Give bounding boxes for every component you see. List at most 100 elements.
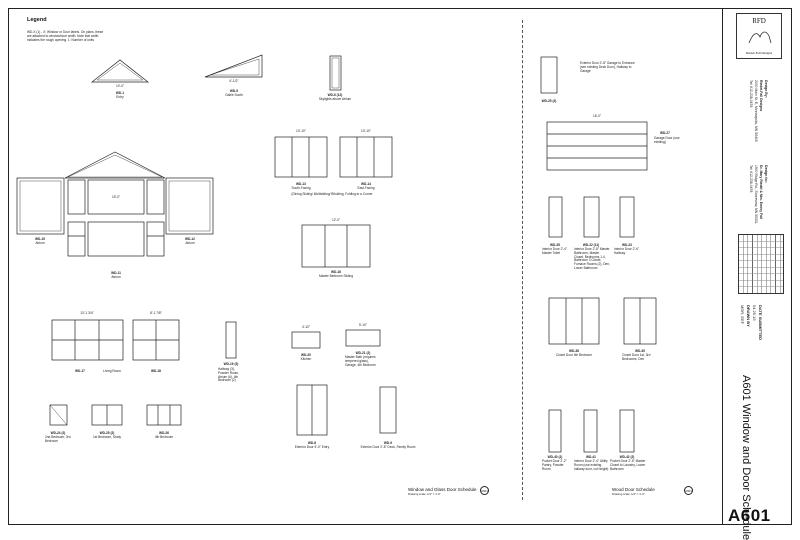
camel-icon: [748, 31, 772, 44]
wd40-label: WD-40 (2): [547, 455, 563, 459]
wd42-label: WD-42 (2): [619, 455, 635, 459]
wd23-desc: Interior Door 2'-6" Hallway: [614, 247, 639, 255]
wd14-label: WD-14: [361, 182, 371, 186]
wd13-desc: South-Facing: [291, 186, 311, 190]
legend-note: WD-X (1) - X: Window or Door labels. On …: [27, 30, 104, 42]
wd17-desc: Living Room: [103, 369, 121, 373]
design-by: Riedel-Fall Designs: [759, 80, 763, 112]
wd38-door: [548, 297, 600, 345]
wd26-label: WD-26: [159, 431, 169, 435]
wd21-desc: Master Bath (requires tempered glass), G…: [345, 355, 376, 367]
wd25-ext-door: [540, 56, 558, 94]
design-for-addr: 1900 Ridge Rd., Shoreview, MN 55331: [754, 165, 758, 224]
design-by-tel: Tel: 612-238-0478: [749, 80, 753, 108]
wd11-desc: Atrium: [111, 275, 121, 279]
wd24-label: WD-24 (2): [50, 431, 66, 435]
drawn-value: MDR, EEF: [740, 305, 745, 325]
wd19-desc: Hallway (3), Powder Room, Atrium (6), 4t…: [218, 367, 240, 383]
wd35-label: WD-35: [550, 243, 560, 247]
wd12-desc: Atrium: [185, 241, 195, 245]
wd20-desc: Kitchen: [300, 357, 312, 361]
wd12-label: WD-12: [185, 237, 195, 241]
wd16-width: 12'-0": [331, 218, 341, 222]
wd11-window: [67, 221, 86, 257]
wd40-desc: Pocket Door 2'-2" Pantry, Powder Room: [542, 459, 567, 471]
wood-schedule-title: Wood Door Schedule: [612, 487, 655, 492]
logo-text: RFD: [752, 17, 766, 25]
drawing-sheet: [8, 8, 792, 525]
wd25-label: WD-25 (2): [99, 431, 115, 435]
wd39-label: WD-39: [635, 349, 645, 353]
design-by-addr: 2000 Main St. E, Minneapolis, MN 55405: [754, 80, 758, 142]
wd12-window: [165, 177, 214, 235]
wd17-width: 13'-1 3/4": [80, 311, 94, 315]
wd13-label: WD-13: [296, 182, 306, 186]
wd21-width: 5'-10": [358, 323, 368, 327]
wd17-label: WD-17: [75, 369, 85, 373]
wd1-label: WD-1: [115, 91, 125, 95]
design-for: Dr. Mary Riedel & Mrs. Emery Fall: [759, 165, 763, 219]
wd1-width: 10'-0": [115, 84, 125, 88]
date-label: DATE SUBMITTED: [758, 305, 763, 341]
wd9-desc: Exterior Door 2'-8" Deck, Family Room: [360, 445, 416, 449]
legend-title: Legend: [27, 17, 47, 23]
wd5-window: [204, 54, 263, 78]
wd13-window: [274, 136, 328, 178]
window-schedule-title: Window and Glass Door Schedule: [408, 487, 477, 492]
revision-grid: [738, 234, 784, 294]
drawn-label: DRAWN BY: [746, 305, 751, 327]
schedule-divider: [522, 20, 523, 500]
wd22-desc: Interior Door 2'-8" Master Bathroom, Mas…: [574, 247, 610, 270]
wd14-total: 10'-10": [361, 129, 371, 133]
wd16-window: [301, 224, 371, 268]
wd24-window: [49, 404, 68, 426]
wd11-label: WD-11: [111, 271, 121, 275]
doors-wd25-desc: Exterior Door 2'-8" Garage to Entrance (…: [580, 61, 635, 73]
wd15-window: [16, 177, 65, 235]
wd6-skylight: [329, 55, 342, 91]
wd22-door: [583, 196, 600, 238]
wd26-window: [146, 404, 182, 426]
atrium-gable: [64, 151, 166, 179]
wd38-label: WD-38: [569, 349, 579, 353]
wd6-desc: Skylights above Atrium: [318, 97, 352, 101]
wd23-door: [619, 196, 635, 238]
wd5-width: 6'-1/2": [229, 79, 239, 83]
wd15-desc: Atrium: [35, 241, 45, 245]
date-value: 04.25.15: [752, 305, 757, 321]
wd13-total: 10'-10": [296, 129, 306, 133]
wd5-label: WD-5: [229, 89, 239, 93]
sheet-number: A601: [728, 506, 771, 525]
wd20-width: 4'-10": [301, 325, 311, 329]
wd27-label: WD-27: [660, 131, 670, 135]
wd8-label: WD-8: [307, 441, 317, 445]
wd1-window: [90, 59, 150, 83]
window-schedule-bubble: A601: [480, 486, 489, 495]
wd11-center: 15'-0": [111, 195, 121, 199]
wd40-door: [548, 409, 562, 453]
wd6-label: WD-6 (12): [327, 93, 343, 97]
title-block: [722, 8, 793, 525]
wd8-desc: Exterior Door 5'-0" Entry: [294, 445, 330, 449]
wd18-label: WD-18: [151, 369, 161, 373]
wood-schedule-scale: Drawing scale: 1/4" = 1'-0": [612, 492, 645, 496]
wd9-door: [379, 386, 397, 434]
wd5-desc: Gable South: [225, 93, 243, 97]
wd42-door: [619, 409, 635, 453]
wd20-window: [291, 331, 321, 349]
wd15-label: WD-15: [35, 237, 45, 241]
design-for-label: Design for:: [764, 165, 768, 183]
design-by-label: Design By:: [764, 80, 768, 98]
wd39-desc: Closet Door 1st, 3rd Bedrooms, Den: [622, 353, 651, 361]
wd1-desc: Entry: [116, 95, 124, 99]
doors-wd25-label: WD-25 (2): [541, 99, 557, 103]
wd42-desc: Pocket Door 2'-6" Master Closet to Laund…: [610, 459, 646, 471]
wd19-label: WD-19 (3): [223, 362, 239, 366]
wd27-desc: Garage Door (use existing): [654, 136, 680, 144]
wd19-window: [225, 321, 237, 359]
wd27-width: 16'-0": [592, 114, 602, 118]
wd35-desc: Interior Door 2'-4" Master Toilet: [542, 247, 567, 255]
wd41-label: WD-41: [586, 455, 596, 459]
wd41-door: [583, 409, 598, 453]
wd21-window: [345, 329, 381, 347]
